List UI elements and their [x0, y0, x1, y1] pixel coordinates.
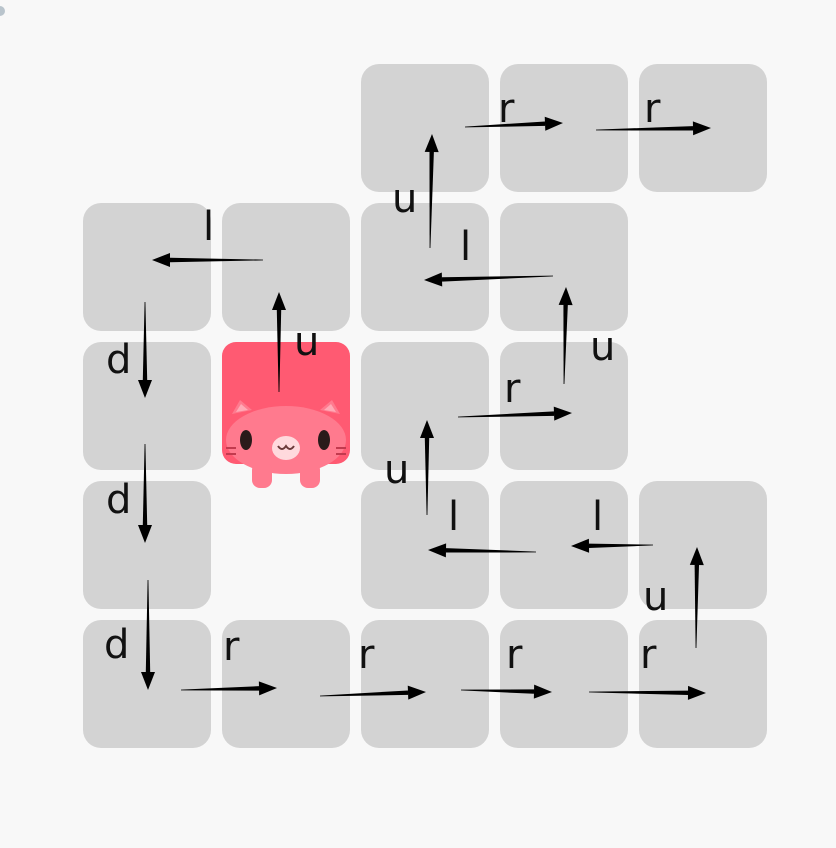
floor-tile [361, 620, 489, 748]
arrow-head [428, 543, 447, 558]
move-label: r [640, 632, 657, 678]
move-label: r [506, 632, 523, 678]
floor-tile [361, 203, 489, 331]
move-label: l [460, 224, 471, 270]
arrow-shaft [464, 121, 546, 128]
move-arrow-u: u [392, 134, 439, 249]
move-label: u [392, 176, 417, 222]
move-label: l [592, 494, 603, 540]
move-arrow-d: d [104, 580, 155, 690]
cat-icon [222, 342, 350, 488]
move-label: d [104, 622, 129, 668]
arrow-shaft [180, 686, 260, 691]
move-arrow-u: u [272, 292, 319, 392]
move-label: l [448, 494, 459, 540]
move-label: r [644, 86, 661, 132]
move-arrow-r: r [464, 86, 563, 132]
move-label: l [203, 204, 214, 250]
arrow-head [692, 121, 711, 136]
arrow-head [141, 672, 155, 690]
corner-marker [0, 6, 5, 16]
move-arrow-r: r [588, 632, 706, 700]
arrow-shaft [445, 548, 537, 553]
arrow-head [138, 380, 152, 398]
arrow-head [558, 287, 573, 306]
arrow-shaft [460, 689, 535, 694]
move-arrow-r: r [457, 366, 572, 421]
arrow-head [571, 538, 590, 553]
floor-tile [83, 481, 211, 609]
move-label: r [358, 632, 375, 678]
arrow-shaft [424, 438, 430, 515]
floor-tile [83, 342, 211, 470]
move-label: d [106, 477, 131, 523]
arrow-shaft [142, 444, 148, 525]
arrow-head [553, 406, 572, 421]
move-arrow-u: u [558, 287, 615, 385]
arrow-shaft [145, 580, 151, 672]
floor-tile [361, 342, 489, 470]
arrow-head [258, 681, 277, 696]
arrow-head [407, 685, 426, 700]
move-arrow-u: u [643, 547, 704, 649]
move-arrow-r: r [460, 632, 552, 699]
move-label: r [223, 624, 240, 670]
arrow-shaft [429, 151, 434, 249]
arrow-shaft [170, 257, 263, 263]
move-label: u [643, 574, 668, 620]
arrow-shaft [595, 126, 694, 131]
arrow-shaft [588, 690, 689, 696]
floor-tile [500, 64, 628, 192]
move-arrow-d: d [106, 302, 152, 398]
move-arrow-l: l [152, 204, 263, 267]
floor-tile [639, 620, 767, 748]
move-label: r [498, 86, 515, 132]
arrow-head [533, 684, 552, 699]
arrow-shaft [457, 411, 555, 418]
player-cat [222, 342, 350, 492]
arrow-head [272, 292, 286, 310]
arrow-head [424, 272, 443, 287]
move-arrow-l: l [571, 494, 654, 553]
move-arrow-d: d [106, 444, 152, 543]
move-arrow-l: l [428, 494, 537, 558]
arrow-head [544, 116, 563, 131]
arrow-shaft [588, 543, 654, 548]
arrow-shaft [563, 304, 568, 385]
move-arrow-r: r [319, 632, 426, 700]
move-label: u [294, 319, 319, 365]
floor-tile [222, 620, 350, 748]
arrow-head [424, 134, 439, 153]
arrow-head [152, 253, 170, 267]
arrow-shaft [441, 275, 554, 282]
floor-tile [222, 203, 350, 331]
move-label: u [384, 447, 409, 493]
floor-tile [500, 620, 628, 748]
move-arrow-u: u [384, 420, 434, 515]
arrow-shaft [694, 564, 700, 649]
arrow-head [420, 420, 434, 438]
arrow-head [689, 547, 704, 566]
arrow-head [687, 685, 706, 700]
move-arrow-l: l [424, 224, 554, 287]
arrow-shaft [276, 310, 282, 392]
arrow-head [138, 525, 152, 543]
arrow-shaft [319, 690, 409, 697]
move-label: r [504, 366, 521, 412]
move-label: u [590, 324, 615, 370]
floor-tile [83, 203, 211, 331]
floor-tile [639, 481, 767, 609]
move-arrow-r: r [595, 86, 711, 136]
move-arrow-r: r [180, 624, 277, 696]
arrow-shaft [142, 302, 148, 380]
move-label: d [106, 337, 131, 383]
floor-tile [361, 64, 489, 192]
floor-tile [361, 481, 489, 609]
